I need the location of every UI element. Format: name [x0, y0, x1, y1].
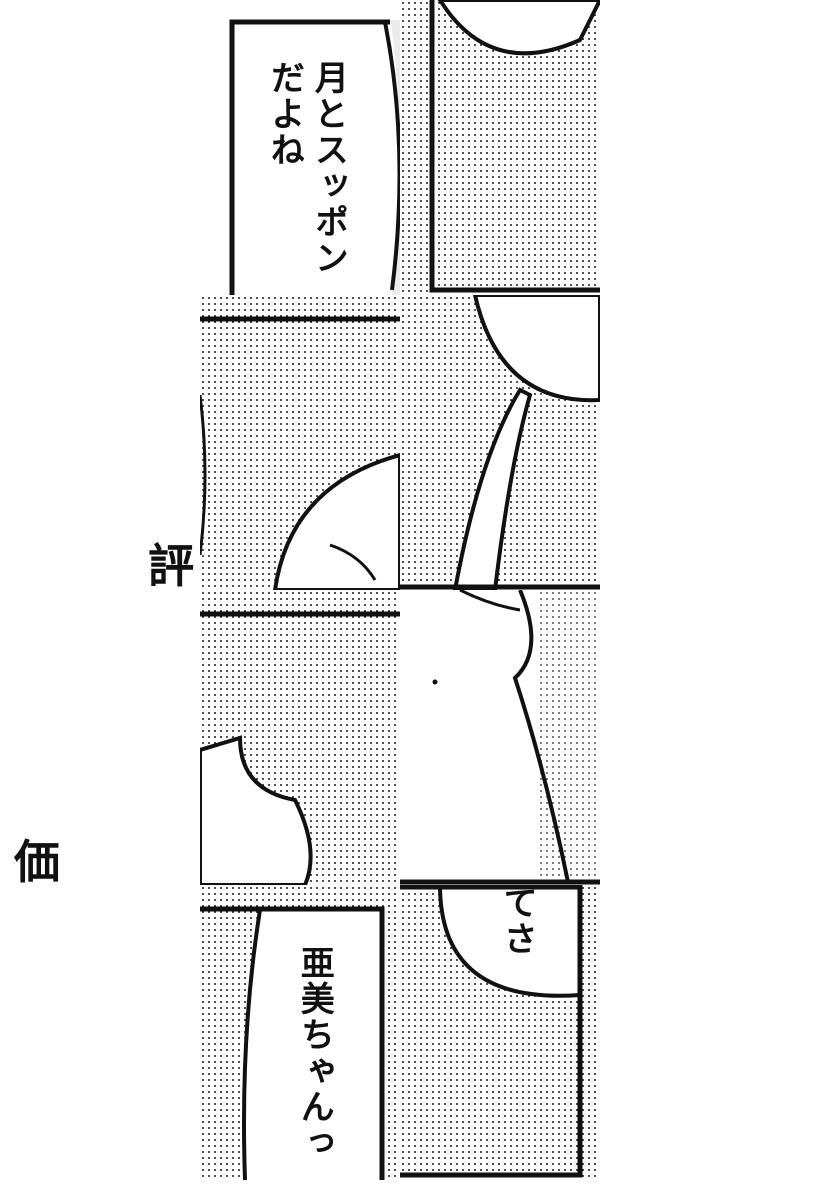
bubble-line-1: 月とスッポン: [308, 60, 349, 276]
speech-bubble-text: 月とスッポンだよね: [262, 60, 350, 276]
manga-tile-r4c1: 亜美ちゃんっ: [200, 885, 400, 1180]
speech-bubble-bottom: 亜美ちゃんっ: [294, 945, 335, 1161]
speech-bubble-mid: てさ: [497, 885, 538, 957]
manga-tile-r1c2: [400, 0, 600, 295]
manga-tile-r4c2: てさ: [400, 885, 600, 1180]
manga-tile-r1c1: 月とスッポンだよね: [200, 0, 400, 295]
manga-tile-r2c2: [400, 295, 600, 590]
manga-tile-r3c1: [200, 590, 400, 885]
big-caption-2: 価: [14, 835, 60, 889]
bubble-line-2: だよね: [264, 60, 305, 168]
manga-tile-r3c2: [400, 590, 600, 885]
manga-tile-r2c1: [200, 295, 400, 590]
big-caption-1: 評: [148, 539, 194, 593]
